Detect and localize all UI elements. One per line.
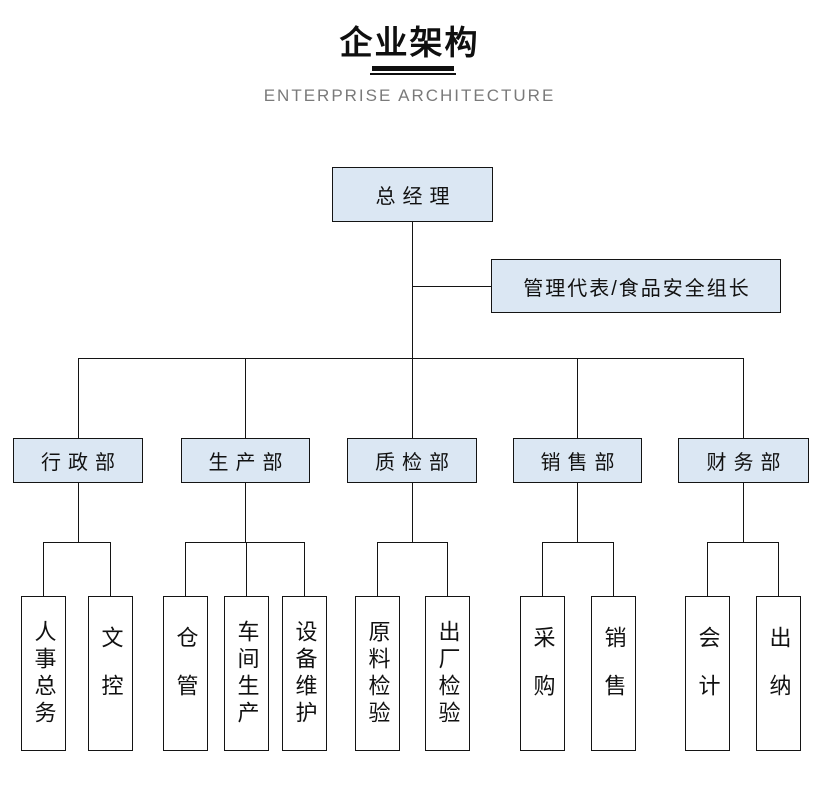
connector-staff-branch xyxy=(412,286,491,288)
page-subtitle: ENTERPRISE ARCHITECTURE xyxy=(263,86,556,105)
leaf-label: 文控 xyxy=(98,625,124,722)
node-dept-sales: 销售部 xyxy=(513,438,642,483)
connector-drop-dept-admin xyxy=(78,358,80,438)
page-title: 企业架构 xyxy=(339,24,480,61)
connector-drop-document-control xyxy=(110,542,112,596)
connector-stem-sales xyxy=(577,483,579,542)
connector-drop-dept-finance xyxy=(743,358,745,438)
node-leaf-hr-general-affairs: 人事总务 xyxy=(21,596,66,751)
connector-bracket-admin xyxy=(43,542,111,544)
title-underline-thin xyxy=(370,73,456,75)
connector-bracket-sales xyxy=(542,542,614,544)
node-leaf-accounting: 会计 xyxy=(685,596,730,751)
node-leaf-raw-material-inspection: 原料检验 xyxy=(355,596,400,751)
connector-drop-outgoing-inspection xyxy=(447,542,449,596)
node-leaf-warehouse: 仓管 xyxy=(163,596,208,751)
connector-drop-dept-sales xyxy=(577,358,579,438)
leaf-label: 采购 xyxy=(530,625,556,722)
connector-stem-qc xyxy=(412,483,414,542)
connector-drop-dept-production xyxy=(245,358,247,438)
connector-stem-production xyxy=(245,483,247,542)
connector-stem-finance xyxy=(743,483,745,542)
leaf-label: 销售 xyxy=(601,625,627,722)
connector-drop-sales-leaf xyxy=(613,542,615,596)
node-leaf-equipment-maintenance: 设备维护 xyxy=(282,596,327,751)
connector-drop-equipment-maintenance xyxy=(304,542,306,596)
connector-drop-purchasing xyxy=(542,542,544,596)
connector-bracket-production xyxy=(185,542,305,544)
node-leaf-sales: 销售 xyxy=(591,596,636,751)
node-dept-admin: 行政部 xyxy=(13,438,143,483)
leaf-label: 人事总务 xyxy=(31,619,57,728)
leaf-label: 设备维护 xyxy=(292,619,318,728)
node-general-manager: 总经理 xyxy=(332,167,493,222)
node-leaf-cashier: 出纳 xyxy=(756,596,801,751)
leaf-label: 仓管 xyxy=(173,625,199,722)
node-dept-finance: 财务部 xyxy=(678,438,809,483)
node-leaf-document-control: 文控 xyxy=(88,596,133,751)
leaf-label: 车间生产 xyxy=(234,619,260,728)
connector-drop-accounting xyxy=(707,542,709,596)
connector-bracket-qc xyxy=(377,542,448,544)
leaf-label: 会计 xyxy=(695,625,721,722)
node-leaf-purchasing: 采购 xyxy=(520,596,565,751)
connector-drop-hr-general-affairs xyxy=(43,542,45,596)
connector-drop-warehouse xyxy=(185,542,187,596)
connector-distribution-line xyxy=(78,358,744,360)
connector-drop-cashier xyxy=(778,542,780,596)
node-management-rep-food-safety-leader: 管理代表/食品安全组长 xyxy=(491,259,781,313)
node-leaf-workshop-production: 车间生产 xyxy=(224,596,269,751)
leaf-label: 原料检验 xyxy=(365,619,391,728)
title-underline-thick xyxy=(372,66,454,71)
node-leaf-outgoing-inspection: 出厂检验 xyxy=(425,596,470,751)
leaf-label: 出纳 xyxy=(766,625,792,722)
connector-drop-dept-qc xyxy=(412,358,414,438)
node-dept-qc: 质检部 xyxy=(347,438,477,483)
node-dept-production: 生产部 xyxy=(181,438,310,483)
connector-drop-workshop-production xyxy=(246,542,248,596)
connector-root-stem xyxy=(412,222,414,358)
connector-drop-raw-material-inspection xyxy=(377,542,379,596)
connector-bracket-finance xyxy=(707,542,779,544)
connector-stem-admin xyxy=(78,483,80,542)
leaf-label: 出厂检验 xyxy=(435,619,461,728)
